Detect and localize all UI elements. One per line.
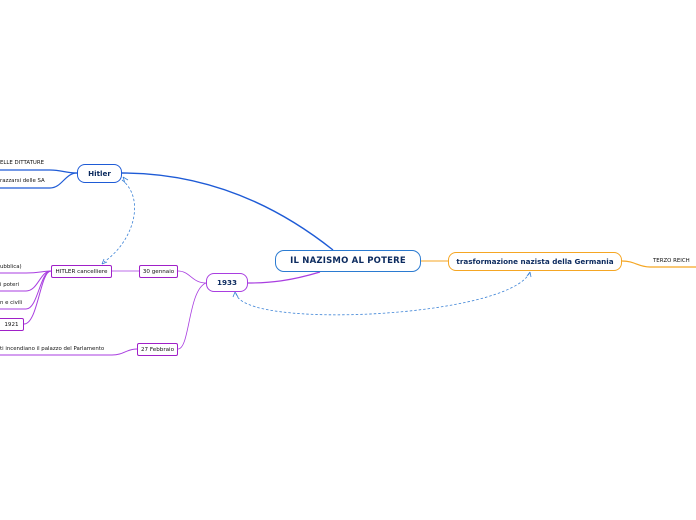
subtopic-dittature[interactable]: ELLE DITTATURE [0, 160, 45, 166]
link-central-hitler [121, 172, 334, 251]
subtopic-terzo-reich[interactable]: TERZO REICH [653, 258, 690, 264]
link-hitler-child-2 [0, 172, 78, 189]
relation-hitler-cancelliere [103, 179, 135, 263]
link-central-1933 [247, 271, 321, 284]
subtopic-27-febbraio-label: 27 Febbraio [140, 346, 175, 353]
subtopic-civili[interactable]: n e civili [0, 300, 23, 306]
link-cancelliere-c4 [23, 270, 52, 325]
subtopic-30-gennaio[interactable]: 30 gennaio [139, 265, 178, 278]
relation-arrow-cancelliere [101, 258, 108, 265]
central-topic-label: IL NAZISMO AL POTERE [290, 256, 406, 266]
topic-hitler[interactable]: Hitler [77, 164, 122, 183]
subtopic-sa[interactable]: razzarsi delle SA [0, 178, 45, 184]
central-topic[interactable]: IL NAZISMO AL POTERE [275, 250, 421, 272]
subtopic-hitler-cancelliere[interactable]: HITLER cancelliere [51, 265, 112, 278]
subtopic-27-febbraio[interactable]: 27 Febbraio [137, 343, 178, 356]
subtopic-incendio-parlamento[interactable]: ti incendiano il palazzo del Parlamento [0, 346, 105, 352]
subtopic-repubblica[interactable]: ubblica) [0, 264, 22, 270]
link-1933-jan [177, 270, 207, 284]
topic-hitler-label: Hitler [88, 169, 111, 178]
link-right-terzo-reich [621, 260, 696, 268]
relation-arrow-trasformazione [526, 271, 532, 278]
link-feb-child [0, 348, 138, 356]
subtopic-1921[interactable]: 1921 [0, 318, 24, 331]
topic-trasformazione[interactable]: trasformazione nazista della Germania [448, 252, 622, 271]
subtopic-1921-label: 1921 [4, 321, 19, 328]
subtopic-hitler-cancelliere-label: HITLER cancelliere [55, 268, 108, 275]
link-cancelliere-c1 [0, 270, 52, 274]
relation-arrow-hitler [122, 176, 129, 184]
topic-1933[interactable]: 1933 [206, 273, 248, 292]
relation-1933-trasformazione [235, 271, 531, 316]
subtopic-30-gennaio-label: 30 gennaio [142, 268, 175, 275]
link-hitler-child-1 [0, 169, 78, 174]
topic-1933-label: 1933 [216, 278, 237, 287]
link-1933-feb [177, 282, 207, 350]
topic-trasformazione-label: trasformazione nazista della Germania [456, 257, 614, 266]
relation-arrow-1933 [232, 291, 239, 298]
subtopic-poteri[interactable]: i poteri [0, 282, 20, 288]
